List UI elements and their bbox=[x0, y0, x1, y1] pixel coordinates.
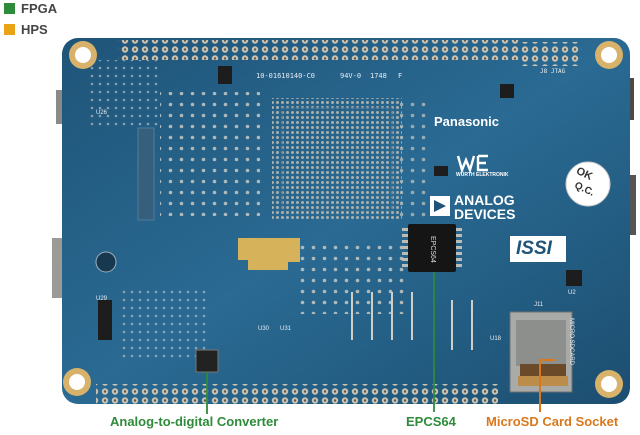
analog-devices-line1: ANALOG bbox=[454, 192, 515, 208]
fpga-swatch bbox=[4, 3, 15, 14]
hps-swatch bbox=[4, 24, 15, 35]
top-gpio-header bbox=[118, 40, 520, 60]
silk-rating: 94V-0 bbox=[340, 72, 362, 80]
via-field-bottom bbox=[300, 240, 410, 314]
legend-label-fpga: FPGA bbox=[21, 1, 58, 16]
qc-sticker bbox=[565, 161, 611, 207]
epcs64-chip-marking: EPCS64 bbox=[429, 236, 436, 263]
analog-devices-line2: DEVICES bbox=[454, 206, 516, 222]
silk-jtag: J8 JTAG bbox=[540, 68, 566, 75]
silk-micro-sdcard: MICRO SDCARD bbox=[568, 318, 574, 366]
via-field-left bbox=[160, 92, 260, 216]
chip-small-1 bbox=[434, 166, 448, 176]
chip-small-2 bbox=[566, 270, 582, 286]
chip-small-3 bbox=[500, 84, 514, 98]
microsd-callout-line bbox=[539, 359, 556, 412]
legend-label-hps: HPS bbox=[21, 22, 48, 37]
chip-u29 bbox=[98, 300, 112, 340]
silk-u18: U18 bbox=[490, 336, 502, 342]
legend-item-hps: HPS bbox=[4, 22, 48, 37]
via-field-lower-left bbox=[120, 290, 210, 360]
silk-part-number: 10-01610140-C0 bbox=[256, 72, 316, 80]
via-field-far-left bbox=[90, 60, 160, 130]
bottom-gpio-header bbox=[96, 384, 498, 404]
via-field-right bbox=[400, 100, 430, 220]
issi-logo: ISSI bbox=[516, 238, 552, 259]
trace-column bbox=[137, 127, 155, 221]
panasonic-logo: Panasonic bbox=[434, 114, 500, 129]
issi-logo-box bbox=[510, 236, 566, 262]
legend-item-fpga: FPGA bbox=[4, 1, 57, 16]
chip-u26 bbox=[218, 66, 232, 84]
jtag-header bbox=[520, 42, 582, 66]
round-component bbox=[95, 251, 117, 273]
silk-grade: F bbox=[398, 72, 403, 80]
power-pad bbox=[238, 238, 300, 270]
silk-u31: U31 bbox=[280, 326, 292, 332]
silk-date-code: 1748 bbox=[370, 72, 387, 80]
silk-j11: J11 bbox=[534, 302, 544, 308]
epcs64-chip bbox=[402, 224, 462, 272]
adc-chip bbox=[195, 349, 219, 373]
we-logo-mark bbox=[456, 154, 488, 174]
bga-footprint bbox=[272, 98, 402, 220]
callout-adc: Analog-to-digital Converter bbox=[110, 414, 279, 429]
silk-u2: U2 bbox=[568, 290, 576, 296]
right-connector-mid bbox=[626, 175, 636, 235]
microsd-socket bbox=[509, 311, 573, 393]
silk-u26: U26 bbox=[96, 110, 108, 116]
callout-epcs64: EPCS64 bbox=[406, 414, 456, 429]
callout-microsd: MicroSD Card Socket bbox=[486, 414, 619, 429]
silk-u30: U30 bbox=[258, 326, 270, 332]
resistor-traces bbox=[351, 292, 473, 350]
wurth-logo-text: WÜRTH ELEKTRONIK bbox=[456, 172, 509, 178]
silk-u29: U29 bbox=[96, 296, 108, 302]
